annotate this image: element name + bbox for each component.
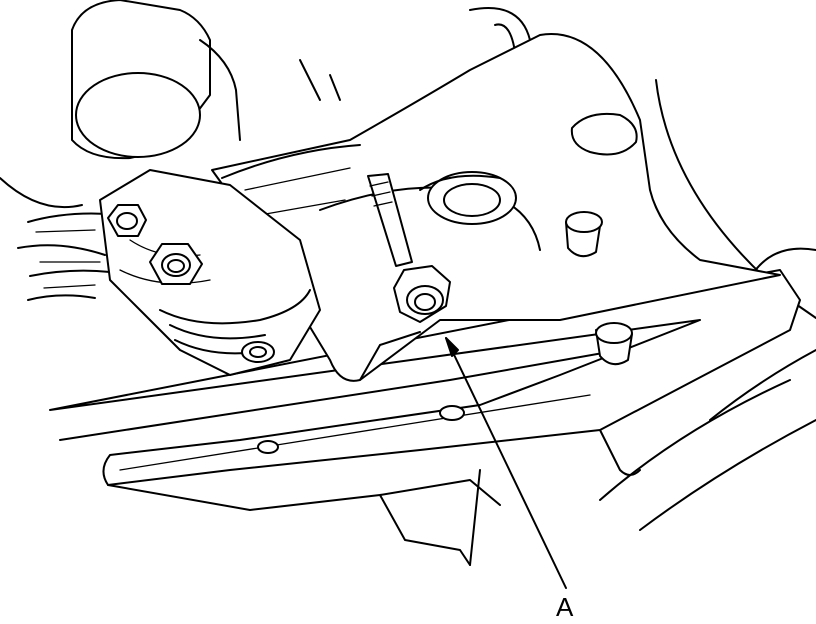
plug-cap — [570, 112, 638, 156]
mount-bolt-center — [149, 243, 203, 285]
nut-right — [565, 211, 633, 366]
leader-line-a — [445, 337, 567, 589]
engine-mount — [99, 169, 321, 376]
hand-tool — [71, 0, 241, 160]
mount-bolt-left — [107, 204, 147, 237]
washer — [241, 341, 275, 363]
callout-label-a: A — [556, 592, 574, 622]
mount-bracket — [211, 33, 781, 382]
through-bolt — [367, 173, 451, 323]
